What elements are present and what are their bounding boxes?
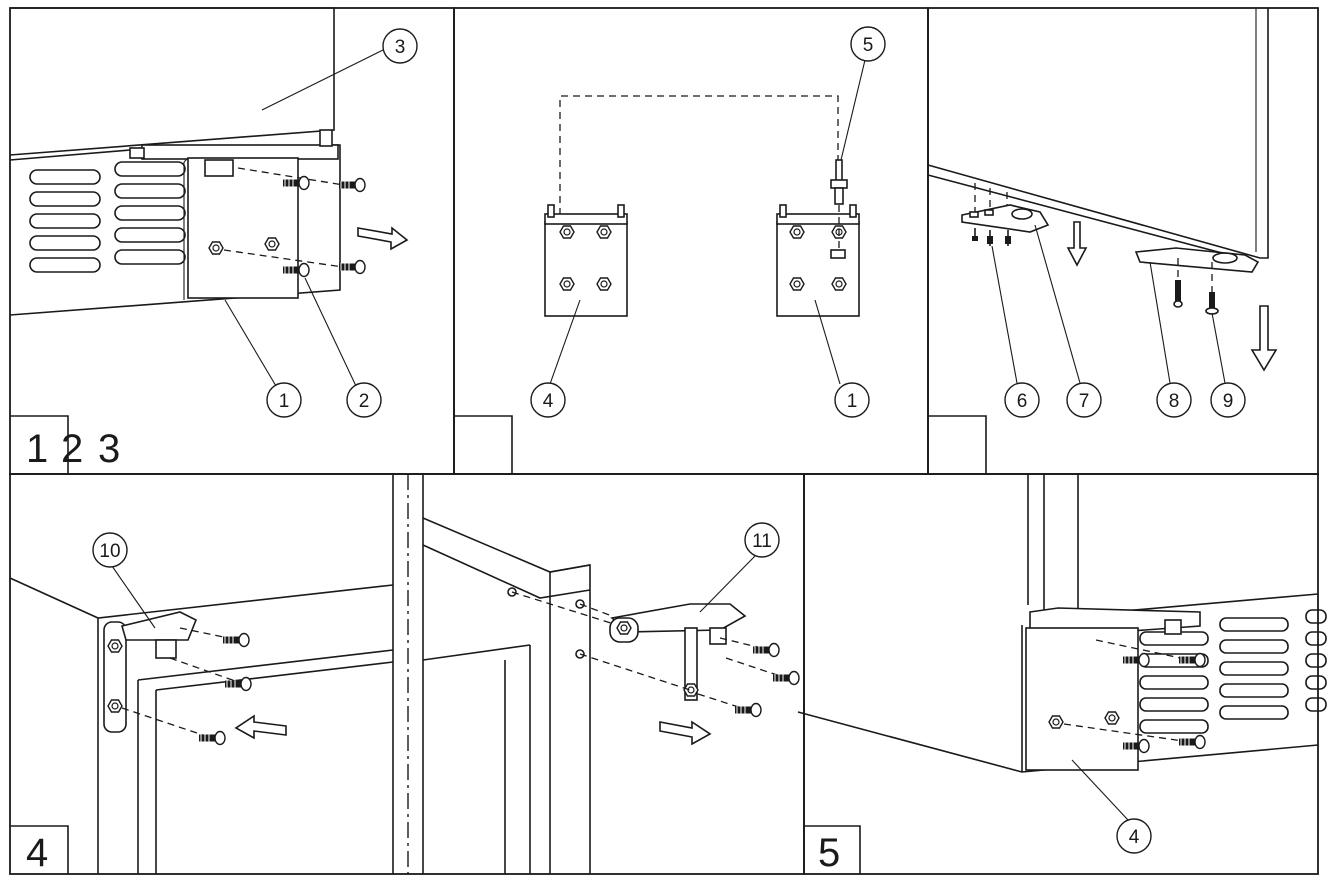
panel-3 xyxy=(927,7,1319,475)
callout-10-panel-4: 10 xyxy=(92,532,128,568)
panel-1 xyxy=(9,7,455,475)
callout-4-panel-2: 4 xyxy=(530,382,566,418)
svg-text:10: 10 xyxy=(99,541,120,562)
svg-text:8: 8 xyxy=(1169,391,1180,412)
svg-text:6: 6 xyxy=(1017,391,1028,412)
svg-text:4: 4 xyxy=(1129,827,1140,848)
svg-text:7: 7 xyxy=(1079,391,1090,412)
panel-5 xyxy=(797,473,1327,875)
step-number-4: 4 xyxy=(26,831,48,875)
callout-9-panel-3: 9 xyxy=(1210,382,1246,418)
callout-7-panel-3: 7 xyxy=(1066,382,1102,418)
svg-text:2: 2 xyxy=(359,391,370,412)
step-number-2: 2 xyxy=(61,427,83,471)
step-number-5: 5 xyxy=(818,831,840,875)
callout-3-panel-1: 3 xyxy=(382,28,418,64)
callout-6-panel-3: 6 xyxy=(1004,382,1040,418)
vent-slots-right xyxy=(1139,609,1327,734)
callout-4-panel-5: 4 xyxy=(1116,818,1152,854)
callout-11-panel-4: 11 xyxy=(744,522,780,558)
svg-text:11: 11 xyxy=(752,531,772,552)
step-number-1: 1 xyxy=(26,427,48,471)
svg-text:5: 5 xyxy=(863,35,874,56)
svg-text:3: 3 xyxy=(395,37,406,58)
callout-2-panel-1: 2 xyxy=(346,382,382,418)
callout-5-panel-2: 5 xyxy=(850,26,886,62)
callout-1-panel-2: 1 xyxy=(834,382,870,418)
svg-text:1: 1 xyxy=(847,391,858,412)
callout-1-panel-1: 1 xyxy=(266,382,302,418)
panel-4 xyxy=(9,473,805,875)
svg-text:4: 4 xyxy=(543,391,554,412)
callout-leaders xyxy=(111,49,1226,821)
callout-8-panel-3: 8 xyxy=(1156,382,1192,418)
vent-slots-left xyxy=(29,161,186,273)
step-number-3: 3 xyxy=(98,427,120,471)
svg-text:9: 9 xyxy=(1223,391,1234,412)
svg-text:1: 1 xyxy=(279,391,290,412)
